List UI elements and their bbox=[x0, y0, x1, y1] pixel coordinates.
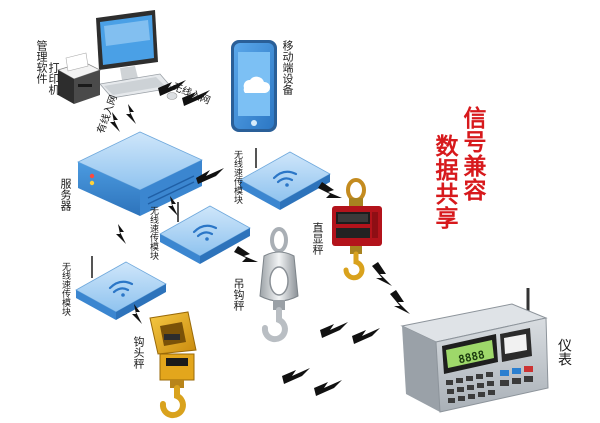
computer-icon bbox=[96, 10, 178, 100]
label-wireless-module-left: 无线速传模块 bbox=[60, 262, 70, 316]
lightning-signal-icon bbox=[110, 80, 410, 396]
wireless-module-right bbox=[239, 148, 331, 210]
wifi-icon bbox=[108, 280, 134, 297]
label-server: 服务器 bbox=[59, 178, 72, 211]
wifi-icon bbox=[192, 224, 218, 241]
indicator-instrument-icon: 8888 bbox=[400, 288, 549, 413]
keypad bbox=[446, 366, 533, 403]
phone-cloud-icon bbox=[231, 40, 277, 132]
label-printer: 打印机 bbox=[47, 62, 60, 95]
label-hook-head-scale: 钩头秤 bbox=[132, 336, 145, 369]
label-hook-scale: 吊钩秤 bbox=[232, 278, 245, 311]
printer-icon bbox=[56, 52, 102, 104]
label-management-software: 管理软件 bbox=[35, 40, 48, 84]
wireless-module-left bbox=[75, 256, 167, 320]
crane-scale-icon bbox=[332, 178, 382, 281]
slogan-signal-compatible: 信号兼容 bbox=[459, 106, 485, 202]
hook-icon bbox=[259, 227, 299, 343]
wireless-module-middle bbox=[159, 202, 251, 264]
hook-head-scale-icon bbox=[149, 311, 197, 419]
wifi-icon bbox=[272, 170, 298, 187]
label-mobile-device: 移动端设备 bbox=[281, 40, 294, 95]
label-wireless-module-right: 无线速传模块 bbox=[232, 150, 242, 204]
label-instrument: 仪表 bbox=[556, 338, 572, 366]
label-wireless-module-middle: 无线速传模块 bbox=[148, 206, 158, 260]
instrument-reading: 8888 bbox=[457, 348, 486, 366]
slogan-data-sharing: 数据共享 bbox=[431, 134, 457, 230]
server-icon bbox=[77, 131, 203, 216]
label-direct-display-scale: 直显秤 bbox=[311, 222, 324, 255]
